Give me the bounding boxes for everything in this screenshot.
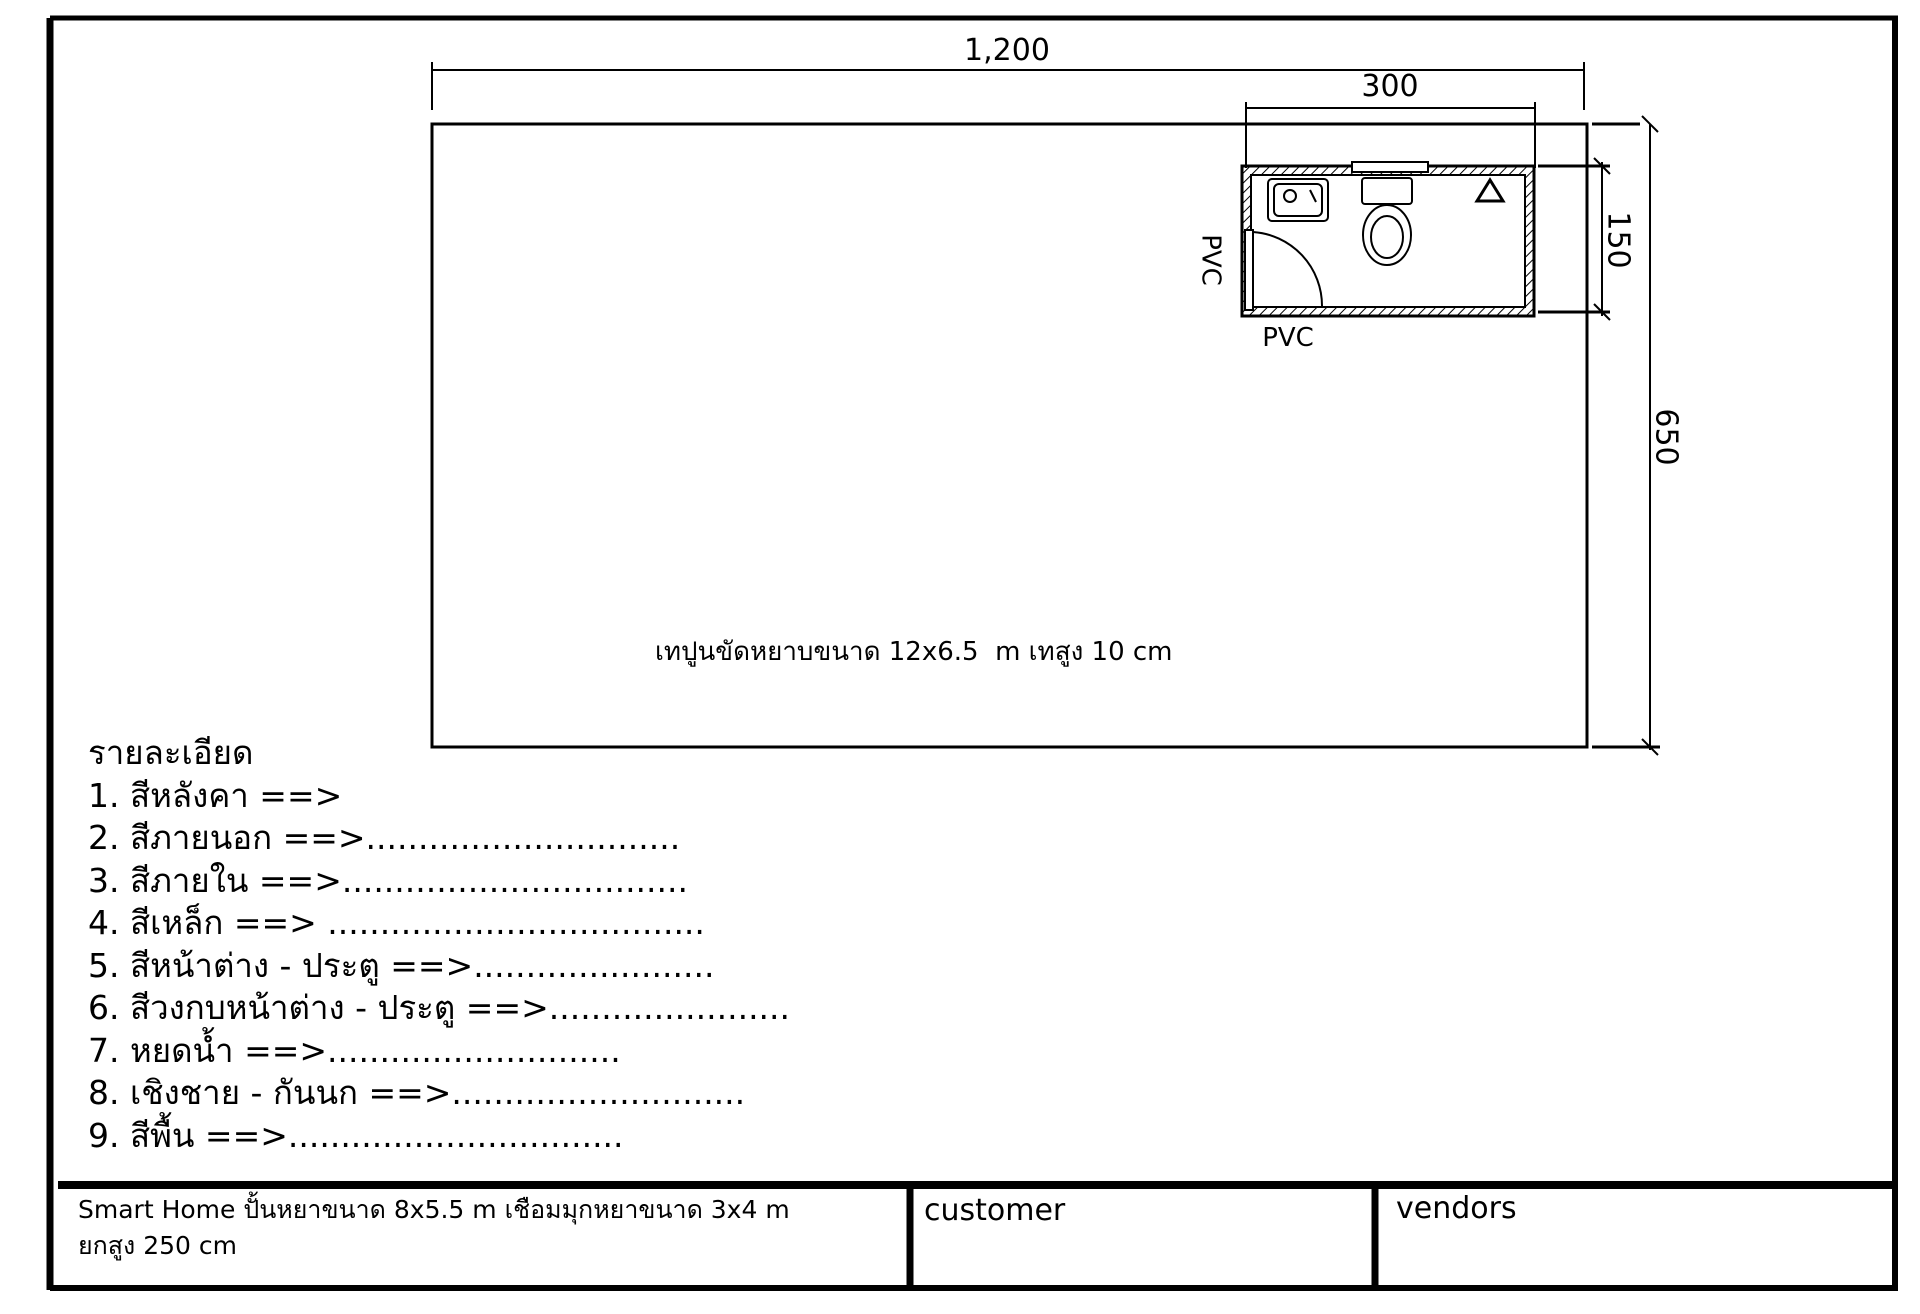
vendors-label: vendors xyxy=(1396,1191,1517,1226)
details-item: 2. สีภายนอก ==>.........................… xyxy=(88,818,681,857)
title-block-lines xyxy=(58,1181,1898,1288)
details-item: 9. สีพื้น ==>...........................… xyxy=(88,1115,624,1155)
dim-total-depth: 650 xyxy=(1649,408,1684,465)
concrete-slab-outline xyxy=(430,122,1589,749)
dimension-lines xyxy=(431,62,1660,756)
details-item: 3. สีภายใน ==>..........................… xyxy=(88,860,689,900)
details-item: 5. สีหน้าต่าง - ประตู ==>...............… xyxy=(88,945,715,985)
details-list: รายละเอียด 1. สีหลังคา ==> 2. สีภายนอก =… xyxy=(88,732,790,1157)
bathroom-block xyxy=(1240,161,1536,318)
title-block-description: Smart Home ปั้นหยาขนาด 8x5.5 m เชือมมุกห… xyxy=(78,1192,790,1264)
description-line-2: ยกสูง 250 cm xyxy=(78,1231,237,1260)
details-item: 8. เชิงชาย - กันนก ==>..................… xyxy=(88,1073,746,1112)
details-heading: รายละเอียด xyxy=(88,733,254,772)
customer-label: customer xyxy=(924,1193,1066,1228)
dim-total-width: 1,200 xyxy=(964,33,1050,68)
bathroom-window xyxy=(1351,161,1429,173)
sheet-border xyxy=(46,15,1898,1291)
details-item: 7. หยดน้ำ ==>...........................… xyxy=(88,1030,621,1070)
bathroom-door-swing xyxy=(1244,229,1324,311)
details-item: 1. สีหลังคา ==> xyxy=(88,775,343,815)
description-line-1: Smart Home ปั้นหยาขนาด 8x5.5 m เชือมมุกห… xyxy=(78,1195,790,1224)
details-item: 6. สีวงกบหน้าต่าง - ประตู ==>...........… xyxy=(88,988,791,1027)
vent-triangle-icon xyxy=(1474,177,1506,203)
dim-bathroom-width: 300 xyxy=(1361,69,1418,104)
pvc-label-left: PVC xyxy=(1196,234,1226,286)
details-item: 4. สีเหล็ก ==> .........................… xyxy=(88,903,705,942)
dim-bathroom-depth: 150 xyxy=(1601,211,1636,268)
washbasin-icon xyxy=(1267,178,1329,222)
slab-note: เทปูนขัดหยาบขนาด 12x6.5 m เทสูง 10 cm xyxy=(655,637,1173,667)
pvc-label-bottom: PVC xyxy=(1262,323,1314,353)
toilet-icon xyxy=(1361,177,1413,266)
